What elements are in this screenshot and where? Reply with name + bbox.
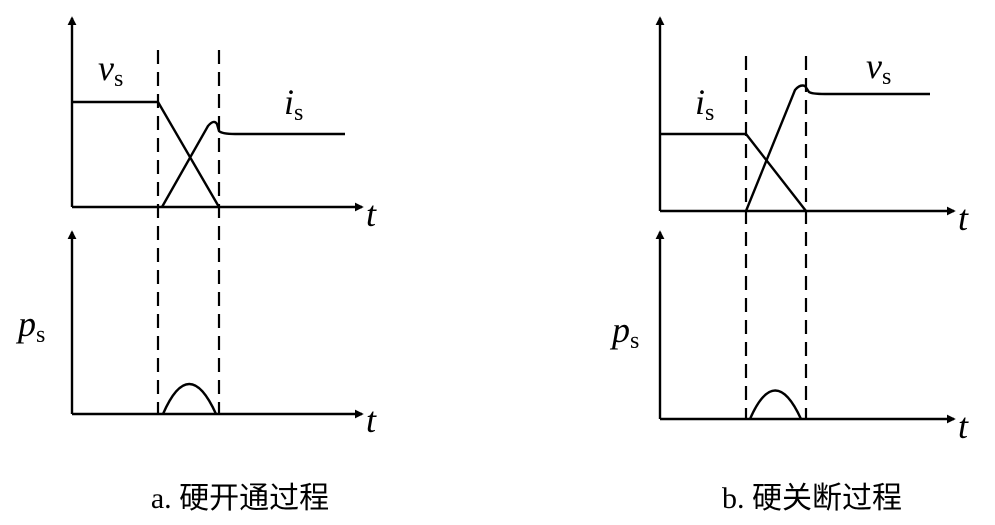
panel-a: vs is ps t t a. 硬开通过程 [15,16,377,515]
panel-b-voltage-waveform [744,84,930,212]
panel-b-voltage-label: vs [866,46,891,90]
panel-b-power-pulse [748,389,803,420]
panel-a-current-waveform [160,120,345,208]
panel-a-top-time-label: t [366,194,377,234]
panel-b: vs is ps t t b. 硬关断过程 [609,16,969,515]
panel-b-current-label: is [695,82,714,126]
panel-a-voltage-waveform [72,100,221,208]
panel-a-bottom-time-label: t [366,400,377,440]
panel-b-caption: b. 硬关断过程 [722,482,902,515]
panel-b-top-time-label: t [958,198,969,238]
panel-a-power-label: ps [15,304,45,348]
panel-a-power-pulse [161,383,218,415]
panel-a-voltage-label: vs [98,48,123,92]
panel-b-bottom-time-label: t [958,406,969,446]
panel-b-power-label: ps [609,310,639,354]
panel-b-current-waveform [660,132,807,212]
panel-a-current-label: is [284,82,303,126]
panel-a-caption: a. 硬开通过程 [151,482,329,515]
